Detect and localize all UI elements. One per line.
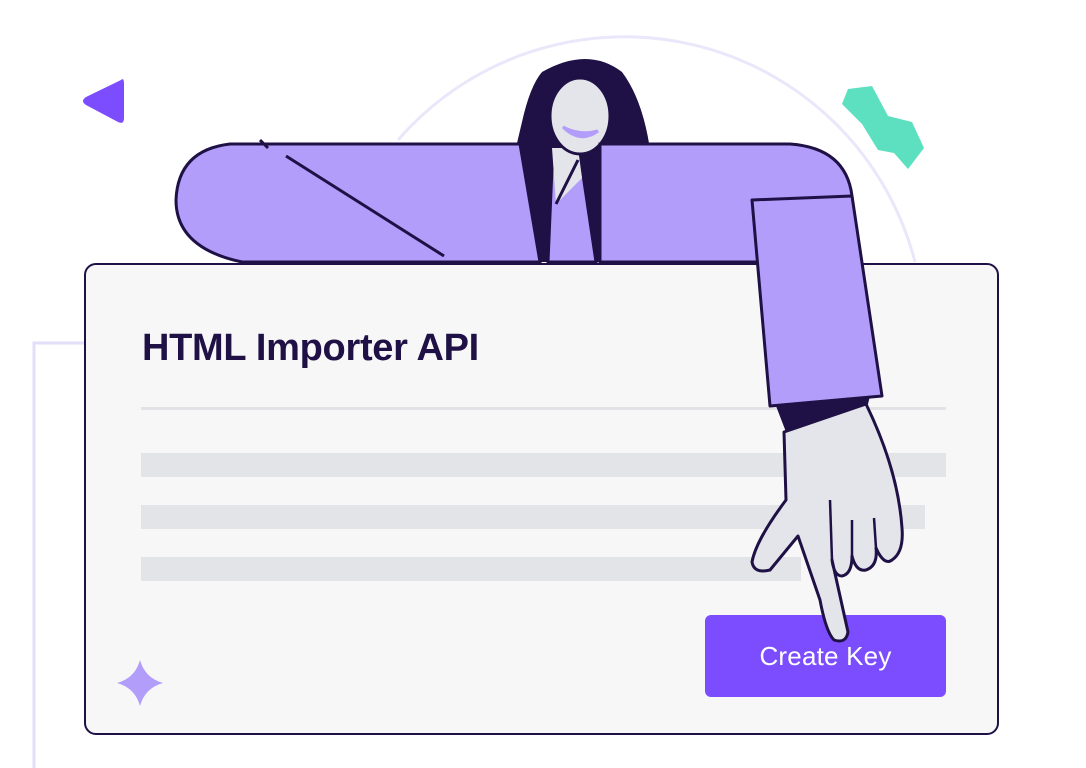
arm-crease — [258, 138, 270, 150]
decorative-arc — [396, 35, 917, 263]
arm-crease — [285, 154, 445, 258]
person-neck — [552, 148, 582, 204]
triangle-shape-icon — [83, 79, 124, 123]
decorative-bracket-line — [32, 341, 84, 768]
placeholder-text-line — [141, 557, 801, 581]
card-divider — [141, 407, 946, 410]
placeholder-text-line — [141, 505, 925, 529]
person-smile — [561, 125, 599, 139]
api-card: HTML Importer API Create Key — [84, 263, 999, 735]
placeholder-text-line — [141, 453, 946, 477]
zigzag-shape-icon — [842, 86, 924, 169]
create-key-button[interactable]: Create Key — [705, 615, 946, 697]
person-face — [548, 76, 612, 156]
card-title: HTML Importer API — [142, 327, 479, 369]
person-right-shoulder — [598, 142, 858, 264]
person-collar — [554, 159, 580, 205]
create-key-button-label: Create Key — [759, 640, 892, 671]
